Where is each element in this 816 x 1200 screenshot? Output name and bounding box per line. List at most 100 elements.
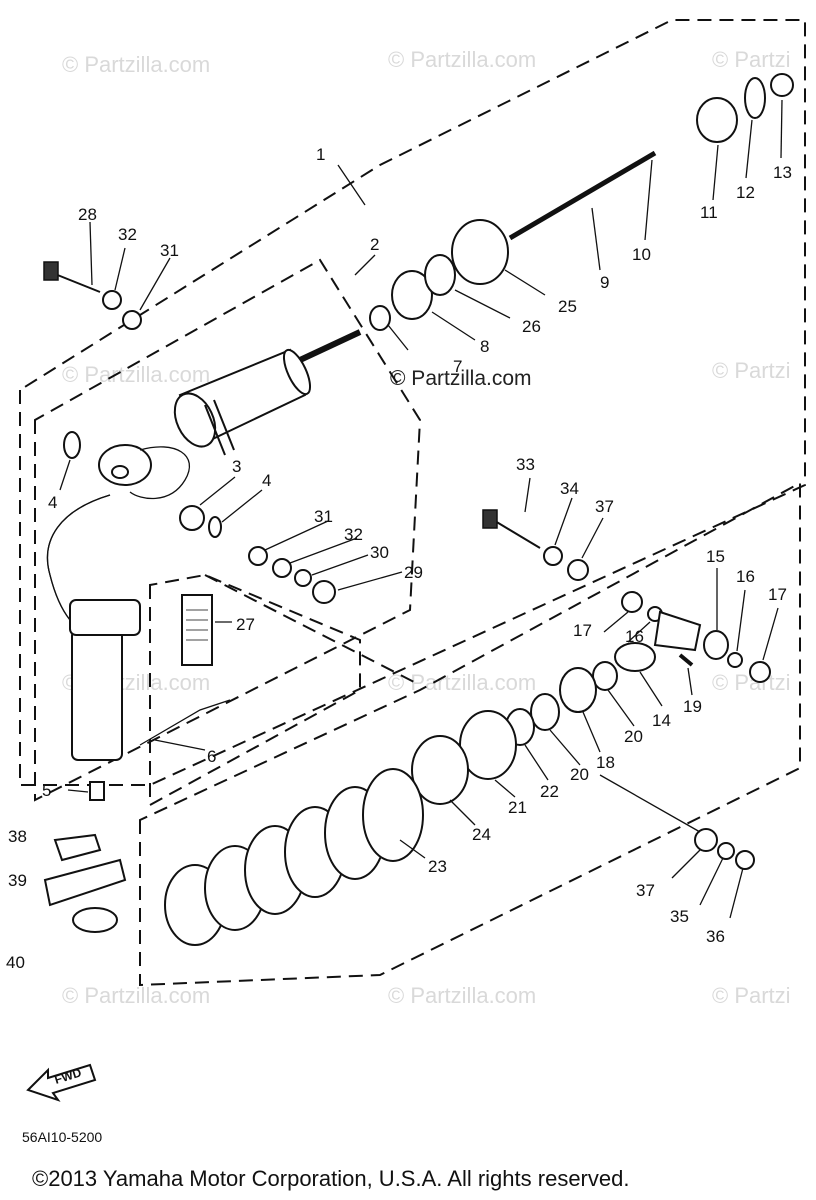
leader	[289, 537, 358, 564]
pin-19	[678, 653, 694, 667]
forward-arrow-icon	[26, 1063, 97, 1102]
leader	[524, 477, 531, 513]
watermark-layer: © Partzilla.com © Partzilla.com © Partzi…	[62, 47, 791, 1008]
leader	[449, 799, 476, 826]
shock-band	[204, 404, 226, 456]
leader	[699, 857, 724, 906]
callout-16: 16	[625, 627, 644, 646]
leader	[504, 269, 546, 296]
leader	[221, 489, 263, 523]
leader	[736, 589, 746, 652]
watermark: © Partzi	[712, 983, 791, 1008]
callout-10: 10	[632, 245, 651, 264]
watermark: © Partzi	[712, 47, 791, 72]
callout-4: 4	[262, 471, 271, 490]
shock-cylinder-cap	[282, 348, 312, 396]
leader	[154, 739, 206, 751]
callout-36: 36	[706, 927, 725, 946]
leader	[554, 497, 573, 546]
callout-4: 4	[48, 493, 57, 512]
watermark: © Partzilla.com	[62, 983, 210, 1008]
callout-16: 16	[736, 567, 755, 586]
washer-35	[717, 842, 735, 860]
callout-13: 13	[773, 163, 792, 182]
callout-31: 31	[160, 241, 179, 260]
callout-31: 31	[314, 507, 333, 526]
cap-8	[391, 270, 433, 320]
callout-26: 26	[522, 317, 541, 336]
outline-lower-group	[139, 481, 801, 987]
rod-9	[508, 150, 657, 241]
collar-32	[102, 290, 122, 310]
leader	[581, 517, 604, 559]
diagram-code: 56AI10-5200	[22, 1129, 102, 1145]
cable-6	[139, 699, 231, 746]
nut-29	[312, 580, 336, 604]
leader	[607, 689, 635, 727]
oring-4	[63, 431, 81, 459]
callout-25: 25	[558, 297, 577, 316]
callout-17: 17	[573, 621, 592, 640]
leader	[387, 324, 409, 351]
callout-21: 21	[508, 798, 527, 817]
callout-33: 33	[516, 455, 535, 474]
bolt-28-head	[43, 261, 59, 281]
callout-20: 20	[624, 727, 643, 746]
callout-2: 2	[370, 235, 379, 254]
callout-numbers: 1 2 3 4 4 5 6 7 8 9 10 11 12 13 14 15 16…	[6, 145, 792, 972]
leader	[729, 867, 744, 919]
oring-4b	[208, 516, 222, 538]
callout-18: 18	[596, 753, 615, 772]
nut-37b	[694, 828, 718, 852]
callout-7: 7	[453, 357, 462, 376]
callout-38: 38	[8, 827, 27, 846]
callout-34: 34	[560, 479, 579, 498]
leader-lines	[59, 99, 783, 919]
callout-28: 28	[78, 205, 97, 224]
bolt-5	[89, 781, 105, 801]
nut-37	[567, 559, 589, 581]
callout-14: 14	[652, 711, 671, 730]
leader	[59, 459, 71, 491]
leader	[639, 671, 663, 707]
bolt-33-head	[482, 509, 498, 529]
leader	[89, 221, 93, 286]
nut-13	[770, 73, 794, 97]
callout-30: 30	[370, 543, 389, 562]
shock-rod	[298, 329, 362, 363]
callout-23: 23	[428, 857, 447, 876]
washer-30	[294, 569, 312, 587]
leader	[582, 711, 601, 753]
washer-31b	[248, 546, 268, 566]
leader	[114, 247, 126, 291]
callout-8: 8	[480, 337, 489, 356]
callout-19: 19	[683, 697, 702, 716]
callout-20: 20	[570, 765, 589, 784]
leader	[745, 119, 753, 179]
coil-spring-23	[164, 768, 424, 946]
shock-eye-hole	[111, 465, 129, 479]
group-outlines	[19, 19, 806, 987]
callout-32: 32	[344, 525, 363, 544]
callout-1: 1	[316, 145, 325, 164]
shock-band	[213, 399, 235, 451]
callout-24: 24	[472, 825, 491, 844]
callout-22: 22	[540, 782, 559, 801]
leader	[431, 311, 476, 341]
leader	[311, 554, 369, 576]
shock-hose-loop	[129, 446, 191, 500]
washer-31	[122, 310, 142, 330]
leader	[454, 289, 511, 319]
shock-eye-mount	[98, 444, 152, 486]
leader	[762, 607, 779, 661]
watermark: © Partzilla.com	[388, 47, 536, 72]
clip-16b	[727, 652, 743, 668]
hardware-parts	[43, 73, 794, 933]
leader	[599, 774, 701, 833]
spring-guide-24	[411, 735, 469, 805]
callout-37: 37	[636, 881, 655, 900]
watermark: © Partzilla.com	[62, 52, 210, 77]
leader	[687, 667, 693, 696]
leader	[354, 254, 376, 276]
bolt-33	[489, 517, 541, 549]
